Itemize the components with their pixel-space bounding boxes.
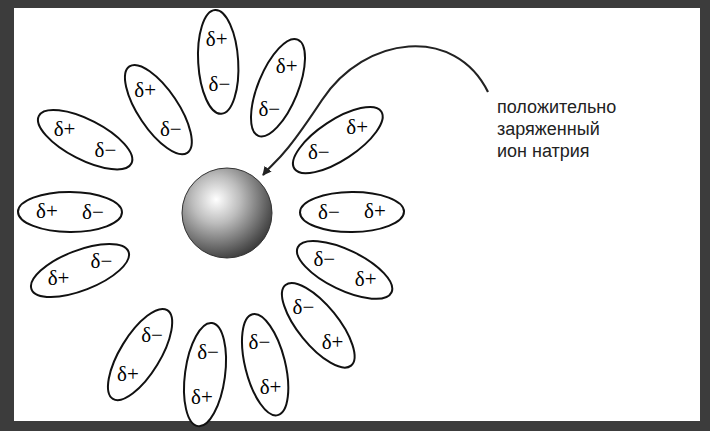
partial-charge: δ− [313,249,335,270]
partial-charge: δ+ [48,268,70,289]
partial-charge: δ+ [117,364,139,385]
partial-charge: δ− [160,119,182,140]
partial-charge: δ+ [36,201,58,222]
ion-label: положительно заряженный ион натрия [497,96,619,162]
partial-charge: δ+ [191,387,213,408]
dipole-outline [240,312,290,417]
water-dipole: δ+ δ− [298,190,406,234]
partial-charge: δ− [293,297,315,318]
water-dipole: δ+ δ− [36,108,134,171]
water-dipole: δ+ δ− [291,105,385,175]
partial-charge: δ+ [276,56,298,77]
dipole-ellipse [18,192,122,233]
dipole-ellipse [30,98,141,181]
partial-charge: δ− [318,202,340,223]
partial-charge: δ− [308,142,330,163]
partial-charge: δ− [91,251,113,272]
dipole-outline [182,321,228,428]
dipole-outline [29,242,131,299]
dipole-ellipse [233,310,297,421]
water-dipole: δ+ δ− [182,321,228,428]
dipole-outline [298,190,406,234]
dipole-outline [36,108,134,171]
water-dipole: δ+ δ− [16,190,124,234]
partial-charge: δ+ [322,332,344,353]
partial-charge: δ+ [54,119,76,140]
water-dipole: δ+δ− [106,307,174,402]
dipole-outline [249,37,307,138]
water-dipole: δ+ δ− [29,242,131,299]
water-dipole: δ+ δ− [240,312,290,417]
partial-charge: δ+ [260,377,282,398]
water-dipole: δ+δ− [123,63,194,156]
partial-charge: δ− [197,342,219,363]
partial-charge: δ− [249,332,271,353]
partial-charge: δ+ [206,29,228,50]
dipole-ellipse [300,192,404,233]
partial-charge: δ− [208,74,230,95]
dipole-ellipse [24,233,135,308]
partial-charge: δ+ [364,201,386,222]
partial-charge: δ− [141,325,163,346]
dipole-ellipse [178,321,232,429]
water-dipole: δ+ δ− [249,37,307,138]
partial-charge: δ− [258,99,280,120]
partial-charge: δ+ [346,117,368,138]
dipole-outline [16,190,124,234]
dipole-outline [291,105,385,175]
dipole-ellipse [112,56,203,165]
partial-charge: δ+ [355,269,377,290]
dipole-ellipse [284,95,393,186]
dipole-outline [196,8,240,116]
white-panel [14,8,700,421]
dipole-ellipse [195,9,241,115]
dipole-ellipse [240,32,316,143]
dipole-ellipse [96,300,184,410]
dipole-outline [123,63,194,156]
dipole-outline [106,307,174,402]
partial-charge: δ− [95,140,117,161]
partial-charge: δ+ [134,80,156,101]
dipole-outline [280,281,357,370]
sodium-ion [182,168,272,258]
water-dipole: δ+ δ− [196,8,240,116]
water-dipole: δ+ δ− [280,281,357,370]
partial-charge: δ− [82,202,104,223]
